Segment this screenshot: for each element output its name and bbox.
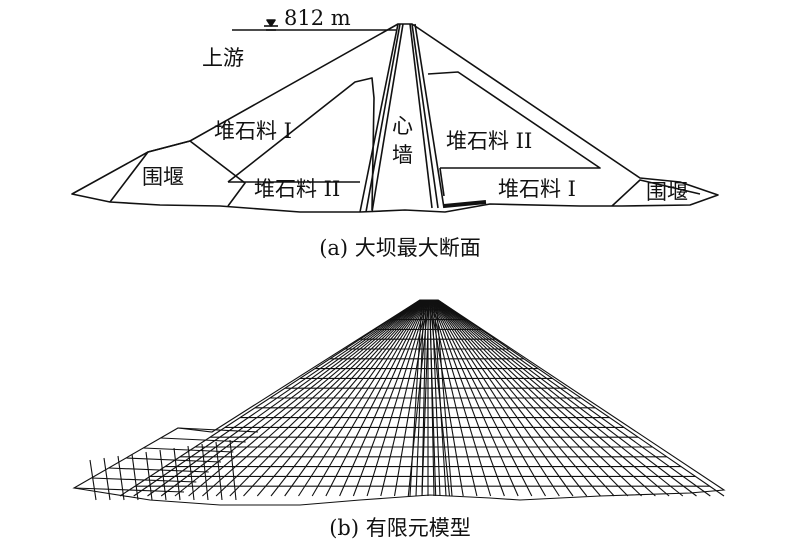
mesh-line: [229, 439, 237, 501]
mesh-line: [298, 299, 426, 497]
mesh-line: [435, 299, 453, 497]
mesh-line: [434, 299, 615, 497]
mesh-line: [160, 437, 246, 443]
mesh-line: [352, 299, 428, 497]
core-wall-left-filter2: [371, 23, 404, 213]
downstream-cofferdam-outline: [611, 179, 701, 207]
mesh-line: [270, 299, 425, 497]
mesh-line: [437, 299, 711, 497]
mesh-line: [432, 299, 560, 497]
caption-a: (a) 大坝最大断面: [319, 236, 481, 260]
mesh-line: [147, 299, 422, 497]
mesh-line: [188, 299, 423, 497]
mesh-line: [89, 459, 97, 501]
core-wall-right-filter: [411, 23, 439, 209]
mesh-line: [431, 299, 519, 497]
water-level-label: 812 m: [284, 6, 351, 30]
mesh-line: [431, 299, 533, 497]
downstream-zone-boundary-upper: [427, 71, 601, 169]
mesh-line: [201, 443, 209, 501]
mesh-line: [311, 299, 427, 497]
drainage-strip: [443, 200, 487, 208]
dam-outline: [71, 23, 719, 213]
caption-b: (b) 有限元模型: [329, 516, 471, 540]
mesh-line: [432, 299, 546, 497]
mesh-line: [229, 299, 424, 497]
mesh-line: [108, 467, 209, 473]
mesh-line: [433, 299, 574, 497]
mesh-line: [256, 299, 425, 497]
mesh-line: [133, 299, 421, 497]
mesh-line: [173, 447, 181, 501]
cross-section-panel: [71, 19, 719, 213]
core-wall-left: [359, 23, 399, 213]
mesh-line: [409, 299, 423, 497]
rockfill-1-upstream-label: 堆石料 I: [214, 119, 292, 143]
mesh-line: [117, 455, 125, 501]
mesh-line: [435, 299, 656, 497]
mesh-line: [435, 299, 642, 497]
mesh-line: [187, 445, 195, 501]
core-label-1: 心: [392, 114, 413, 138]
mesh-line: [202, 299, 423, 497]
core-label-2: 墙: [392, 143, 413, 167]
core-wall-left-filter: [365, 23, 401, 213]
mesh-line: [429, 299, 435, 497]
mesh-line: [177, 427, 259, 433]
cofferdam-downstream-label: 围堰: [646, 180, 688, 204]
mesh-line: [433, 299, 447, 497]
mesh-line: [433, 299, 588, 497]
mesh-line: [243, 299, 425, 497]
mesh-line: [119, 299, 421, 497]
downstream-zone-boundary-lower: [439, 167, 445, 197]
mesh-line: [430, 299, 492, 497]
fe-mesh-panel: [72, 299, 726, 506]
water-level-symbol: [266, 19, 276, 27]
core-wall-right-filter2: [414, 23, 445, 209]
mesh-line: [159, 449, 167, 501]
mesh-grid: [73, 299, 725, 501]
cross-section-labels: 812 m 上游 堆石料 I 围堰 堆石料 II 心 墙 堆石料 II 堆石料 …: [142, 6, 688, 204]
mesh-line: [430, 299, 505, 497]
cofferdam-upstream-label: 围堰: [142, 165, 184, 189]
mesh-line: [284, 299, 426, 497]
rockfill-1-downstream-label: 堆石料 I: [498, 177, 576, 201]
upstream-zone-boundary: [227, 77, 375, 211]
mesh-line: [431, 299, 441, 497]
mesh-line: [436, 299, 684, 497]
mesh-line: [436, 299, 697, 497]
upstream-cofferdam-outline: [109, 140, 246, 207]
mesh-line: [91, 477, 197, 483]
rockfill-2-upstream-label: 堆石料 II: [254, 177, 340, 201]
mesh-line: [215, 299, 424, 497]
mesh-line: [433, 299, 601, 497]
mesh-line: [366, 299, 428, 497]
mesh-line: [174, 299, 422, 497]
mesh-line: [103, 457, 111, 501]
mesh-line: [436, 299, 670, 497]
mesh-line: [73, 487, 185, 493]
mesh-line: [437, 299, 725, 497]
mesh-line: [421, 299, 427, 497]
upstream-label: 上游: [202, 46, 244, 70]
mesh-line: [125, 457, 222, 463]
mesh-outline: [72, 299, 726, 506]
mesh-line: [215, 441, 223, 501]
core-wall-right: [409, 23, 433, 209]
mesh-line: [145, 451, 153, 501]
mesh-line: [339, 299, 428, 497]
rockfill-2-downstream-label: 堆石料 II: [446, 129, 532, 153]
mesh-line: [131, 453, 139, 501]
mesh-line: [434, 299, 629, 497]
mesh-line: [415, 299, 425, 497]
mesh-line: [325, 299, 427, 497]
